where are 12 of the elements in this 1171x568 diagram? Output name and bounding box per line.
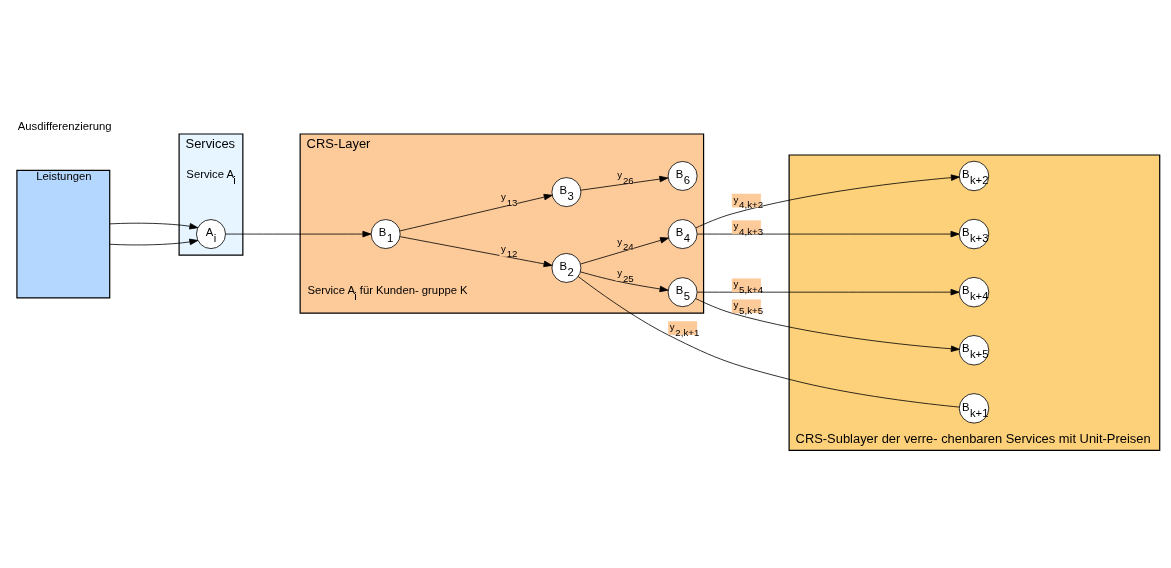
arrow	[399, 235, 553, 267]
label: Ausdifferenzierung	[17, 119, 112, 132]
node-box: Leistungen	[16, 169, 111, 298]
arrow	[580, 270, 669, 292]
arrow	[399, 193, 553, 231]
arrow	[697, 230, 960, 237]
arrow	[580, 175, 669, 191]
arrow	[109, 222, 199, 229]
arrow	[109, 238, 199, 245]
arrow	[695, 173, 960, 228]
arrow	[697, 288, 960, 295]
arrow	[225, 230, 372, 237]
